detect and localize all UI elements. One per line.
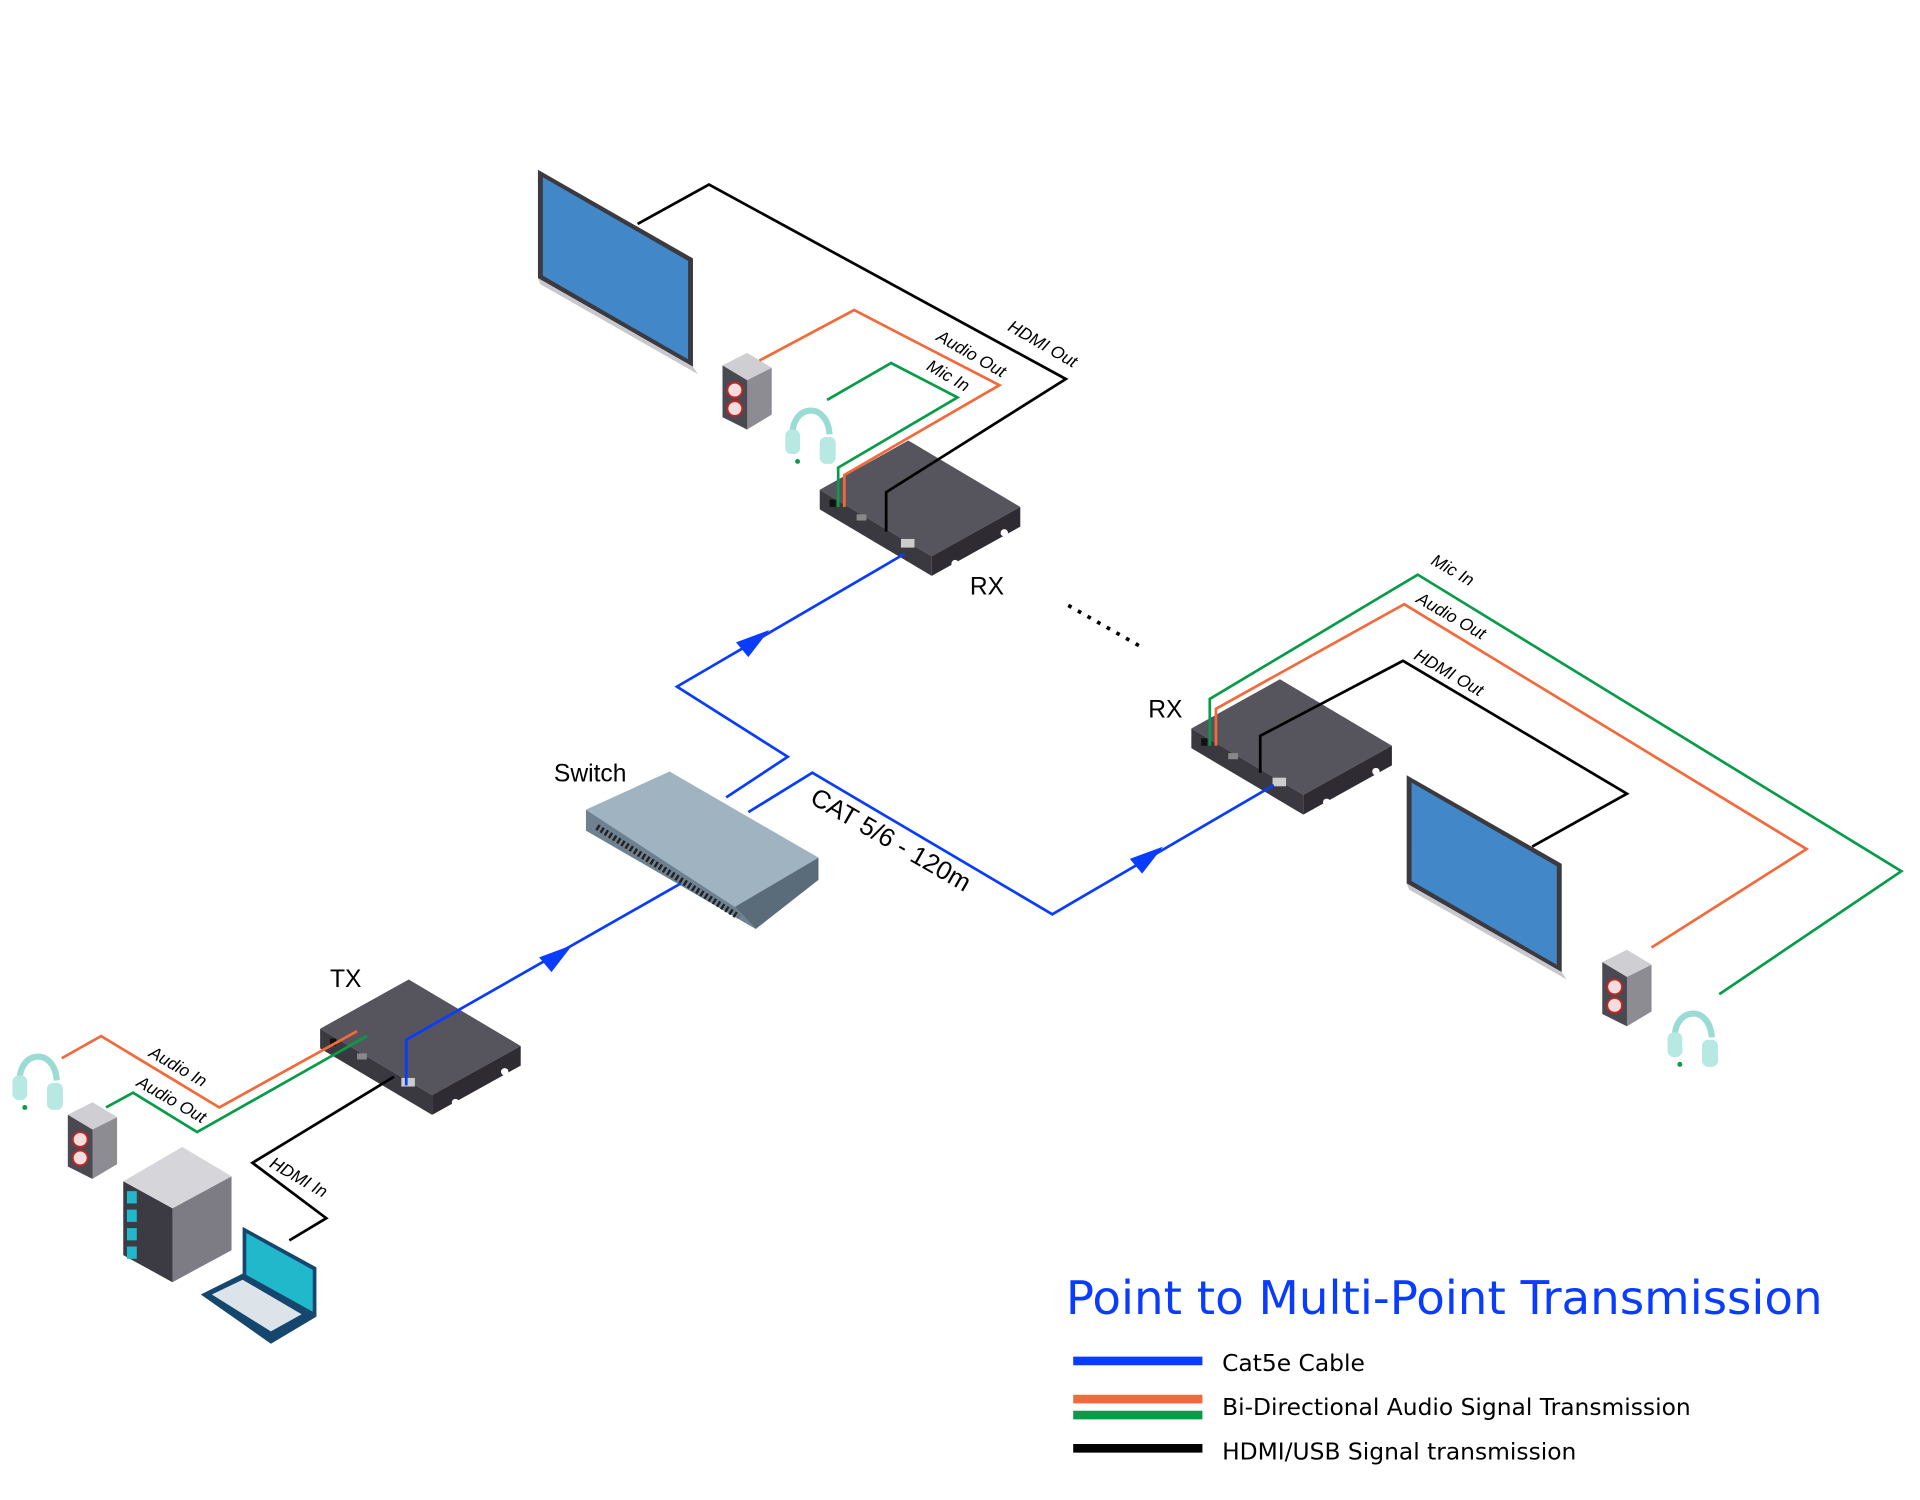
tx-label: TX <box>330 966 361 993</box>
rx2-audio-cable <box>1214 602 1810 949</box>
legend-label-hdmi: HDMI/USB Signal transmission <box>1222 1437 1576 1465</box>
rx1-label: RX <box>970 573 1004 600</box>
headphone-icon <box>13 1057 63 1110</box>
laptop-icon <box>200 1226 317 1344</box>
more-receivers-dots <box>1067 603 1141 648</box>
cat-cable-rx1 <box>674 552 906 799</box>
rx1-mic-cable <box>826 361 961 507</box>
rx2-device <box>1191 679 1392 815</box>
legend-label-cat: Cat5e Cable <box>1222 1349 1365 1377</box>
headphone-icon <box>1668 1014 1718 1067</box>
tx-audio-in-cable <box>61 1029 358 1110</box>
tx-device <box>320 979 521 1115</box>
tx-hdmi-cable <box>250 1075 395 1242</box>
rx2-mic-cable <box>1208 573 1904 996</box>
rx1-audio-cable <box>758 308 1003 507</box>
arrow-icon <box>539 945 573 973</box>
monitor-icon <box>1406 775 1567 980</box>
rx2-label: RX <box>1148 696 1182 723</box>
diagram-title: Point to Multi-Point Transmission <box>1066 1272 1823 1326</box>
rx2-hdmi-cable <box>1258 659 1630 848</box>
speaker-icon <box>1601 949 1653 1028</box>
tx-audio-out-cable <box>105 1034 368 1134</box>
monitor-icon <box>537 169 698 375</box>
rx1-hdmi-out-label: HDMI Out <box>1005 316 1082 372</box>
tx-hdmi-in-label: HDMI In <box>266 1153 331 1202</box>
server-icon <box>123 1146 232 1283</box>
network-switch-icon <box>585 771 819 930</box>
arrow-icon <box>736 630 770 658</box>
speaker-icon <box>66 1101 119 1180</box>
legend-label-audio: Bi-Directional Audio Signal Transmission <box>1222 1393 1691 1421</box>
headphone-icon <box>785 411 835 464</box>
speaker-icon <box>721 352 773 431</box>
cable-length-label: CAT 5/6 - 120m <box>806 783 976 897</box>
cat-cable-rx2 <box>747 771 1275 916</box>
arrow-icon <box>1129 846 1164 874</box>
cat-cable-tx <box>404 882 682 1086</box>
rx1-hdmi-cable <box>636 183 1069 532</box>
switch-label: Switch <box>554 760 626 787</box>
